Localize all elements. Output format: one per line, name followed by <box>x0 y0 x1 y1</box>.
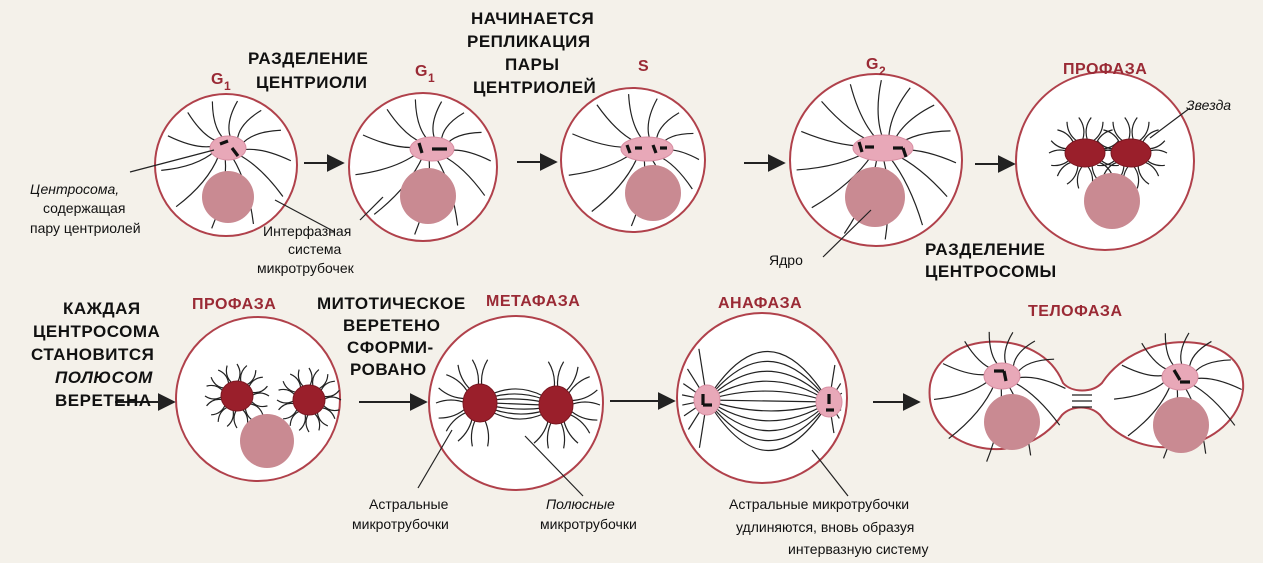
centrosome-left <box>221 381 253 411</box>
centrosome-label-1: Центросома, <box>30 181 119 197</box>
nucleus <box>240 414 294 468</box>
step-centrosome-separation-1: РАЗДЕЛЕНИЕ <box>925 240 1045 259</box>
step-centriole-separation-2: ЦЕНТРИОЛИ <box>256 73 367 92</box>
interphase-label-3: микротрубочек <box>257 260 355 276</box>
nucleus <box>625 165 681 221</box>
pointer-astral <box>418 430 452 488</box>
pointer-astral-long <box>812 450 848 496</box>
astral-label-2: микротрубочки <box>352 516 449 532</box>
phase-label-g1b: G1 <box>415 63 435 85</box>
centrosome-right <box>293 385 325 415</box>
interphase-label-2: система <box>288 241 341 257</box>
astral-label-1: Астральные <box>369 496 449 512</box>
nucleus <box>845 167 905 227</box>
phase-label-anaphase: АНАФАЗА <box>718 295 802 312</box>
step-spindle-3: СФОРМИ- <box>347 338 434 357</box>
phase-label-s: S <box>638 58 649 75</box>
astral-long-label-3: интервазную систему <box>788 541 928 557</box>
nucleus <box>202 171 254 223</box>
centrosome-right <box>1111 139 1151 167</box>
cell-g1-second <box>349 93 497 241</box>
step-replication-3: ПАРЫ <box>505 55 559 74</box>
centrosome-left <box>694 385 720 415</box>
step-spindle-4: РОВАНО <box>350 360 427 379</box>
polar-label-1: Полюсные <box>546 496 615 512</box>
centrosome-left <box>463 384 497 422</box>
step-centrosome-separation-2: ЦЕНТРОСОМЫ <box>925 262 1057 281</box>
nucleus-label: Ядро <box>769 252 803 268</box>
centrosome-left <box>984 363 1020 389</box>
intro-line-1: КАЖДАЯ <box>63 299 141 318</box>
centrosome-label-2: содержащая <box>43 200 125 216</box>
phase-label-prophase-top: ПРОФАЗА <box>1063 61 1147 78</box>
intro-line-3: СТАНОВИТСЯ <box>31 345 154 364</box>
centrosome-label-3: пару центриолей <box>30 220 141 236</box>
cell-prophase-top <box>1016 72 1194 250</box>
centrosome-right <box>539 386 573 424</box>
step-replication-1: НАЧИНАЕТСЯ <box>471 9 594 28</box>
cell-telophase <box>930 332 1244 462</box>
intro-line-4: ПОЛЮСОМ <box>55 368 153 387</box>
nucleus-right <box>1153 397 1209 453</box>
polar-label-2: микротрубочки <box>540 516 637 532</box>
centrosome <box>210 136 246 160</box>
step-replication-2: РЕПЛИКАЦИЯ <box>467 32 591 51</box>
cell-s-phase <box>561 88 705 232</box>
nucleus <box>400 168 456 224</box>
cell-prophase-bottom <box>176 317 341 481</box>
interphase-label-1: Интерфазная <box>263 223 351 239</box>
cell-g1-first <box>155 94 297 236</box>
astral-long-label-2: удлиняются, вновь образуя <box>736 519 914 535</box>
intro-line-2: ЦЕНТРОСОМА <box>33 322 160 341</box>
intro-line-5: ВЕРЕТЕНА <box>55 391 152 410</box>
astral-long-label-1: Астральные микротрубочки <box>729 496 909 512</box>
cell-g2 <box>790 74 962 246</box>
step-centriole-separation-1: РАЗДЕЛЕНИЕ <box>248 49 368 68</box>
cell-metaphase <box>429 316 603 490</box>
step-replication-4: ЦЕНТРИОЛЕЙ <box>473 78 596 97</box>
phase-label-metaphase: МЕТАФАЗА <box>486 293 580 310</box>
step-spindle-2: ВЕРЕТЕНО <box>343 316 441 335</box>
phase-label-prophase-bottom: ПРОФАЗА <box>192 296 276 313</box>
centrosome-left <box>1065 139 1105 167</box>
nucleus-left <box>984 394 1040 450</box>
cell-anaphase <box>677 313 847 483</box>
phase-label-g1a: G1 <box>211 71 231 93</box>
phase-label-telophase: ТЕЛОФАЗА <box>1028 303 1123 320</box>
nucleus <box>1084 173 1140 229</box>
step-spindle-1: МИТОТИЧЕСКОЕ <box>317 294 466 313</box>
star-label: Звезда <box>1186 97 1231 113</box>
